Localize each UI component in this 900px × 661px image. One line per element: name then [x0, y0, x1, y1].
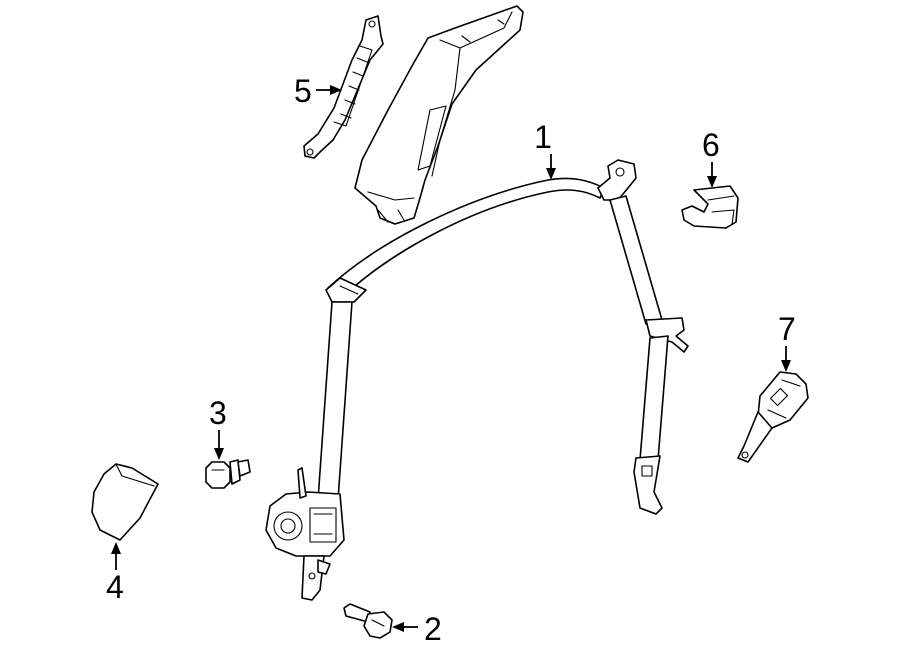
callout-label-2: 2	[424, 611, 442, 647]
callout-label-1: 1	[534, 119, 552, 155]
callout-label-3: 3	[209, 395, 227, 431]
callout-3: 3	[209, 395, 227, 460]
part-3-bolt	[205, 459, 251, 489]
callout-7: 7	[778, 311, 796, 372]
part-1-seat-belt-assembly	[265, 159, 689, 601]
part-5-bracket	[303, 15, 384, 159]
callout-5: 5	[294, 73, 342, 109]
callout-label-6: 6	[702, 127, 720, 163]
callout-label-5: 5	[294, 73, 312, 109]
callout-label-4: 4	[106, 569, 124, 605]
part-6-cap	[681, 185, 739, 229]
callout-4: 4	[106, 542, 124, 605]
callout-6: 6	[702, 127, 720, 188]
pillar-trim-panel	[354, 5, 524, 225]
part-2-bolt	[343, 603, 393, 639]
part-4-cover	[91, 463, 159, 541]
callout-1: 1	[534, 119, 556, 180]
callout-2: 2	[392, 611, 442, 647]
callout-label-7: 7	[778, 311, 796, 347]
part-7-buckle	[737, 371, 809, 463]
